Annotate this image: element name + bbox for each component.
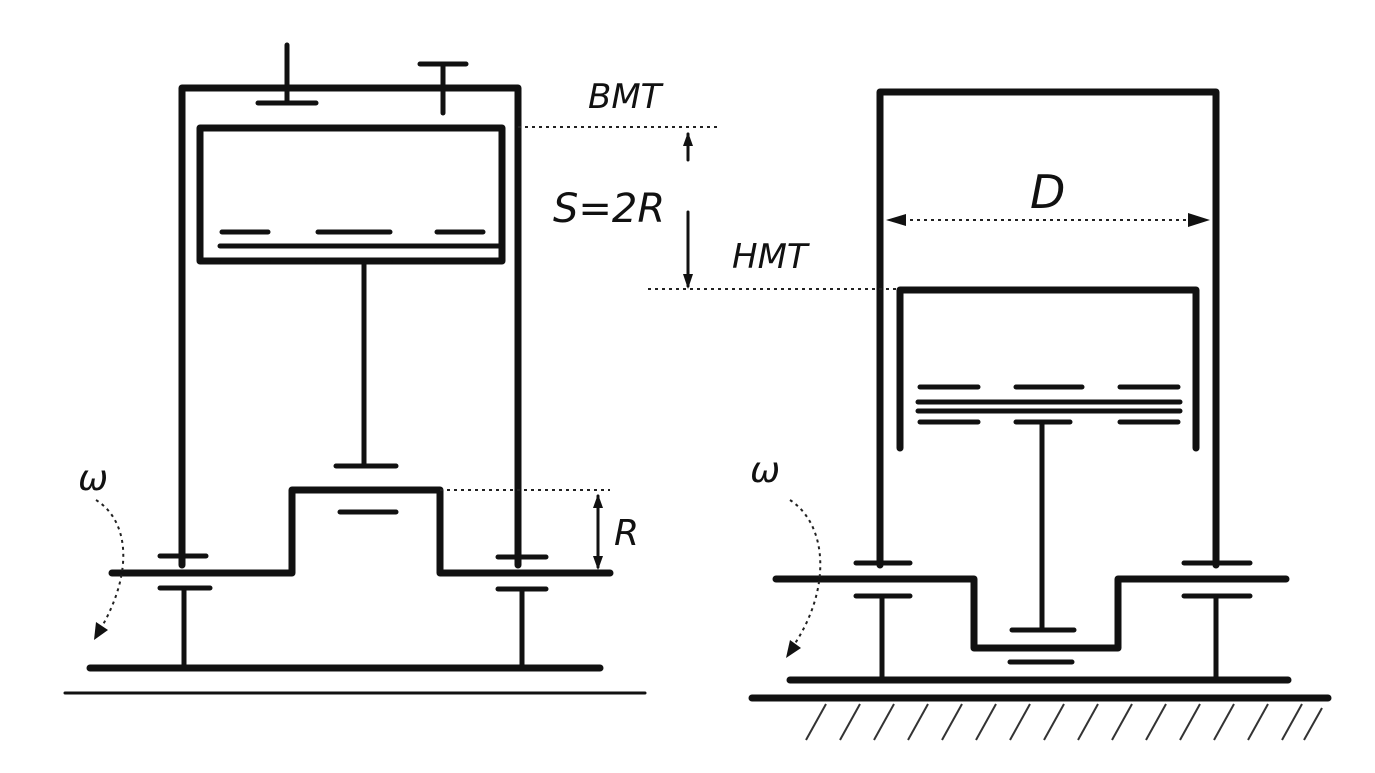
left-main-bearing-2 <box>495 554 549 671</box>
right-wrist-pin <box>915 384 1183 425</box>
stroke-arrowhead-top <box>683 132 693 146</box>
bdc-label: HMT <box>732 237 810 277</box>
left-intake-valve <box>255 42 319 106</box>
right-connecting-rod <box>1009 421 1077 633</box>
left-wrist-pin <box>217 229 503 265</box>
right-main-bearing-2 <box>1181 560 1253 683</box>
left-engine-figure: BMT S=2R R ω <box>63 42 720 695</box>
left-rotation-arrow <box>95 499 125 631</box>
omega-left-label: ω <box>78 458 108 499</box>
right-engine-figure: HMT D ω <box>648 88 1332 741</box>
left-crankshaft <box>108 486 614 577</box>
left-rotation-arrowhead <box>94 622 108 640</box>
stroke-arrowhead-bottom <box>683 274 693 289</box>
left-cylinder-outline <box>178 84 522 569</box>
radius-arrowhead-top <box>593 494 603 508</box>
radius-label: R <box>614 513 639 554</box>
omega-right-label: ω <box>750 450 780 491</box>
diameter-label: D <box>1030 165 1065 219</box>
right-rotation-arrow <box>789 499 822 649</box>
radius-arrowhead-bottom <box>593 556 603 570</box>
left-main-bearing-1 <box>157 553 213 671</box>
right-piston <box>896 286 1200 452</box>
right-crankshaft <box>772 575 1290 652</box>
left-exhaust-valve <box>417 61 469 116</box>
diameter-arrowhead-right <box>1188 213 1210 227</box>
right-main-bearing-1 <box>853 560 913 683</box>
left-connecting-rod <box>333 261 399 469</box>
right-ground-hatching <box>805 703 1323 741</box>
left-piston <box>196 124 506 265</box>
tdc-label: BMT <box>588 77 664 117</box>
right-rotation-arrowhead <box>786 640 801 658</box>
stroke-label: S=2R <box>553 186 665 232</box>
diameter-arrowhead-left <box>886 214 906 226</box>
right-cylinder-outline <box>876 88 1220 569</box>
